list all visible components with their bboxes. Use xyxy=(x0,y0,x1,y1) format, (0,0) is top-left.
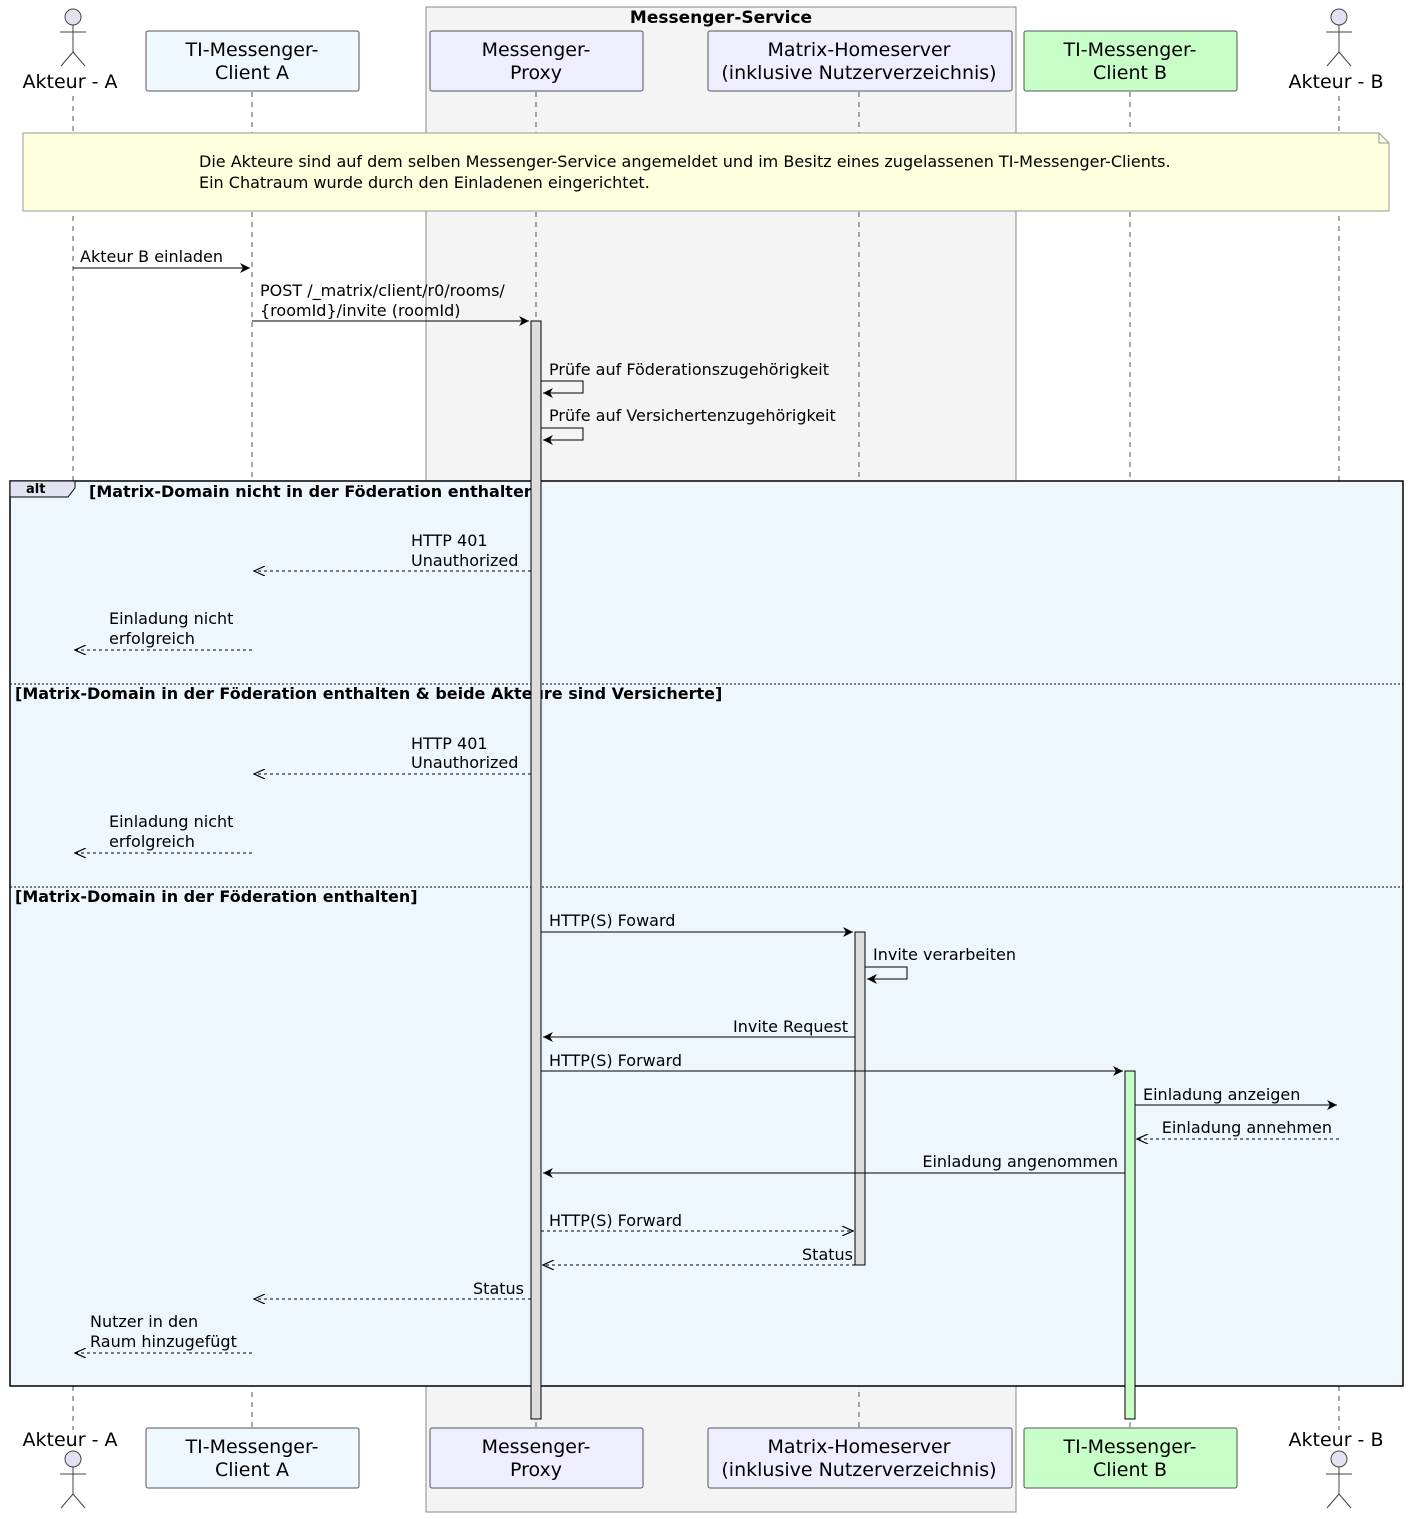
alt-condition-2: [Matrix-Domain in der Föderation enthalt… xyxy=(15,684,722,703)
alt-keyword: alt xyxy=(26,482,45,497)
participant-homeserver-bottom: Matrix-Homeserver (inklusive Nutzerverze… xyxy=(707,1427,1013,1489)
msg-foederation-arrow xyxy=(541,380,584,398)
actor-akteur-a-label-top: Akteur - A xyxy=(23,71,118,93)
msg-alt1-fail-line2: erfolgreich xyxy=(109,629,195,648)
msg-post-invite-line2: {roomId}/invite (roomId) xyxy=(260,301,460,320)
client-a-line1-bottom: TI-Messenger- xyxy=(185,1436,319,1458)
msg-forward-1: HTTP(S) Foward xyxy=(549,911,675,930)
actor-akteur-b-bottom xyxy=(1326,1450,1352,1509)
actor-akteur-b-label-bottom: Akteur - B xyxy=(1289,1429,1384,1451)
msg-versicherte-arrow xyxy=(541,427,584,445)
actor-akteur-b-top xyxy=(1326,8,1352,67)
messages: Akteur B einladen POST /_matrix/client/r… xyxy=(73,247,1339,1353)
actor-akteur-a-label-bottom: Akteur - A xyxy=(23,1429,118,1451)
activation-homeserver xyxy=(854,931,866,1266)
actor-akteur-a-top xyxy=(60,8,86,67)
actor-head-icon xyxy=(1330,8,1348,26)
msg-invite-process: Invite verarbeiten xyxy=(873,945,1016,964)
alt-condition-1: [Matrix-Domain nicht in der Föderation e… xyxy=(89,482,543,501)
note: Die Akteure sind auf dem selben Messenge… xyxy=(22,132,1390,212)
participant-homeserver-top: Matrix-Homeserver (inklusive Nutzerverze… xyxy=(707,30,1013,92)
homeserver-line2-top: (inklusive Nutzerverzeichnis) xyxy=(721,62,996,84)
actor-akteur-b-label-top: Akteur - B xyxy=(1289,71,1384,93)
msg-added-line1: Nutzer in den xyxy=(90,1312,198,1331)
participants-bottom: Akteur - A TI-Messenger- Client A Messen… xyxy=(23,1427,1384,1509)
note-line-2: Ein Chatraum wurde durch den Einladenen … xyxy=(199,173,650,192)
msg-alt2-401-line2: Unauthorized xyxy=(411,753,518,772)
participant-client-b-top: TI-Messenger- Client B xyxy=(1023,30,1238,92)
client-a-line2-top: Client A xyxy=(215,62,289,84)
proxy-line2-top: Proxy xyxy=(510,62,562,84)
homeserver-line2-bottom: (inklusive Nutzerverzeichnis) xyxy=(721,1459,996,1481)
alt-fragment: alt [Matrix-Domain nicht in der Föderati… xyxy=(9,480,1404,1387)
actor-head-icon xyxy=(64,8,82,26)
participant-client-a-bottom: TI-Messenger- Client A xyxy=(145,1427,360,1489)
msg-accepted: Einladung angenommen xyxy=(922,1152,1118,1171)
client-b-line1-top: TI-Messenger- xyxy=(1063,39,1197,61)
activation-client-b xyxy=(1124,1070,1136,1420)
msg-alt1-fail-line1: Einladung nicht xyxy=(109,609,233,628)
msg-akteur-b-einladen: Akteur B einladen xyxy=(80,247,223,266)
homeserver-line1-top: Matrix-Homeserver xyxy=(768,39,951,61)
alt-condition-3: [Matrix-Domain in der Föderation enthalt… xyxy=(15,887,418,906)
msg-alt2-fail-line2: erfolgreich xyxy=(109,832,195,851)
msg-alt2-fail-line1: Einladung nicht xyxy=(109,812,233,831)
msg-alt1-401-line1: HTTP 401 xyxy=(411,531,488,550)
group-title: Messenger-Service xyxy=(630,8,812,28)
client-b-line2-top: Client B xyxy=(1093,62,1167,84)
client-a-line2-bottom: Client A xyxy=(215,1459,289,1481)
msg-foederation-check: Prüfe auf Föderationszugehörigkeit xyxy=(549,360,829,379)
proxy-line2-bottom: Proxy xyxy=(510,1459,562,1481)
msg-status-1: Status xyxy=(802,1245,853,1264)
msg-show-invite: Einladung anzeigen xyxy=(1143,1085,1300,1104)
msg-alt1-401-line2: Unauthorized xyxy=(411,551,518,570)
client-a-line1-top: TI-Messenger- xyxy=(185,39,319,61)
participants-top: Akteur - A TI-Messenger- Client A Messen… xyxy=(23,8,1384,93)
msg-alt2-401-line1: HTTP 401 xyxy=(411,734,488,753)
msg-versicherte-check: Prüfe auf Versichertenzugehörigkeit xyxy=(549,406,836,425)
client-b-line2-bottom: Client B xyxy=(1093,1459,1167,1481)
msg-invite-process-arrow xyxy=(865,966,908,984)
msg-forward-2: HTTP(S) Forward xyxy=(549,1051,682,1070)
actor-head-icon xyxy=(64,1450,82,1468)
client-b-line1-bottom: TI-Messenger- xyxy=(1063,1436,1197,1458)
participant-client-a-top: TI-Messenger- Client A xyxy=(145,30,360,92)
participant-client-b-bottom: TI-Messenger- Client B xyxy=(1023,1427,1238,1489)
homeserver-line1-bottom: Matrix-Homeserver xyxy=(768,1436,951,1458)
proxy-line1-top: Messenger- xyxy=(482,39,591,61)
participant-proxy-top: Messenger- Proxy xyxy=(429,30,644,92)
msg-post-invite-line1: POST /_matrix/client/r0/rooms/ xyxy=(260,281,505,301)
msg-invite-request: Invite Request xyxy=(733,1017,848,1036)
actor-akteur-a-bottom xyxy=(60,1450,86,1509)
msg-added-line2: Raum hinzugefügt xyxy=(90,1332,237,1351)
participant-proxy-bottom: Messenger- Proxy xyxy=(429,1427,644,1489)
msg-forward-3: HTTP(S) Forward xyxy=(549,1211,682,1230)
msg-accept-invite: Einladung annehmen xyxy=(1162,1118,1332,1137)
note-line-1: Die Akteure sind auf dem selben Messenge… xyxy=(199,152,1171,171)
actor-head-icon xyxy=(1330,1450,1348,1468)
proxy-line1-bottom: Messenger- xyxy=(482,1436,591,1458)
msg-status-2: Status xyxy=(473,1279,524,1298)
activation-proxy xyxy=(530,320,542,1420)
